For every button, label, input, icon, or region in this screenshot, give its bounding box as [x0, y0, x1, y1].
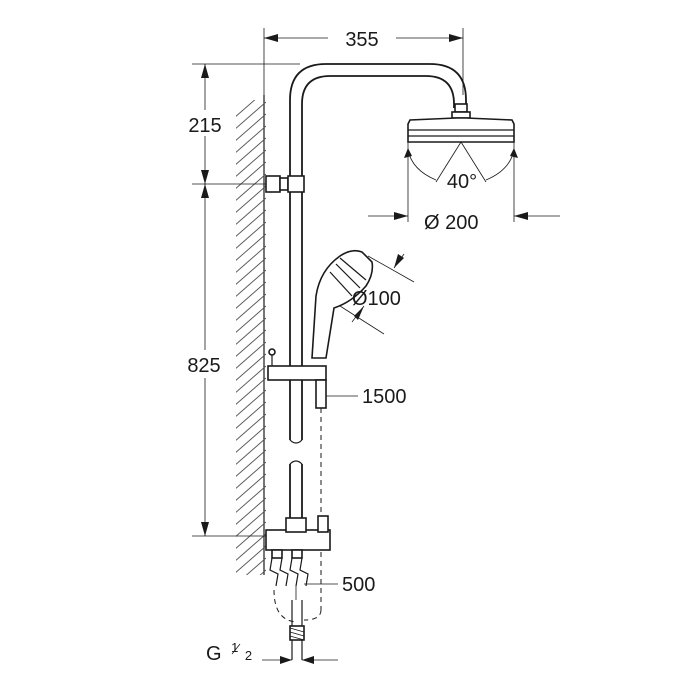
spray-angle-label: 40°: [447, 171, 477, 193]
hatch-line: [236, 509, 266, 537]
hatch-line: [236, 389, 266, 417]
hatch-line: [236, 197, 266, 225]
hatch-line: [236, 485, 266, 513]
wall: [234, 95, 266, 634]
hatch-line: [236, 100, 256, 117]
hatch-line: [236, 149, 266, 177]
hatch-line: [236, 425, 266, 453]
hatch-line: [236, 137, 266, 165]
hand-shower: [311, 249, 374, 359]
shower-head: [407, 103, 515, 143]
thread-denominator: 2: [245, 648, 252, 663]
hose: 1500: [303, 386, 407, 621]
riser-break: [286, 439, 306, 465]
hatch-line: [236, 377, 266, 405]
head-diameter-label: Ø 200: [424, 212, 478, 234]
dimension-355-label: 355: [345, 29, 378, 51]
hatch-line: [236, 449, 266, 477]
hose-length-label: 1500: [362, 386, 407, 408]
spray-angle: 40°: [404, 141, 518, 193]
hatch-line: [236, 185, 266, 213]
hatch-line: [236, 113, 266, 141]
riser-pipe: [289, 63, 467, 532]
hatch-line: [236, 473, 266, 501]
hatch-line: [236, 233, 266, 261]
hatch-line: [236, 545, 266, 573]
hatch-line: [236, 413, 266, 441]
hatch-line: [236, 341, 266, 369]
hatch-line: [236, 161, 266, 189]
dimension-355: 355: [263, 24, 464, 95]
hatch-line: [236, 173, 266, 201]
hatch-line: [236, 317, 266, 345]
hatch-line: [236, 209, 266, 237]
dimension-215-label: 215: [188, 115, 221, 137]
hatch-line: [234, 594, 266, 622]
hatch-line: [236, 101, 266, 129]
thread-main-label: G: [206, 643, 222, 665]
thread-numerator: 1: [231, 640, 238, 655]
hatch-line: [236, 353, 266, 381]
dimension-825: 825: [176, 184, 268, 537]
dimension-hand-shower: Ø100: [339, 253, 415, 335]
hatch-line: [236, 329, 266, 357]
hatch-line: [236, 245, 266, 273]
hatch-line: [234, 582, 266, 610]
hatch-line: [234, 606, 266, 634]
hatch-line: [236, 461, 266, 489]
upper-wall-bracket: [265, 175, 305, 193]
mixer-body: [265, 515, 331, 559]
hatch-line: [236, 437, 266, 465]
hatch-line: [236, 533, 266, 561]
hand-shower-diameter-label: Ø100: [352, 288, 401, 310]
hatch-line: [236, 257, 266, 285]
hatch-line: [236, 269, 266, 297]
hatch-line: [236, 221, 266, 249]
hatch-line: [236, 281, 266, 309]
dimension-500: 500: [304, 574, 375, 596]
wall-hatching: [234, 100, 266, 634]
hatch-line: [236, 497, 266, 525]
hatch-line: [236, 125, 266, 153]
dimension-215: 215: [178, 63, 300, 185]
thread-size-label: G 1 2: [206, 635, 252, 665]
dimension-head-diameter: Ø 200: [368, 142, 560, 234]
dimension-825-label: 825: [187, 355, 220, 377]
hatch-line: [236, 305, 266, 333]
hatch-line: [245, 557, 266, 575]
hatch-line: [236, 401, 266, 429]
hatch-line: [236, 365, 266, 393]
hatch-line: [236, 293, 266, 321]
hatch-line: [259, 569, 266, 575]
thread-connector: G 1 2: [206, 600, 338, 665]
connection-spacing-label: 500: [342, 574, 375, 596]
